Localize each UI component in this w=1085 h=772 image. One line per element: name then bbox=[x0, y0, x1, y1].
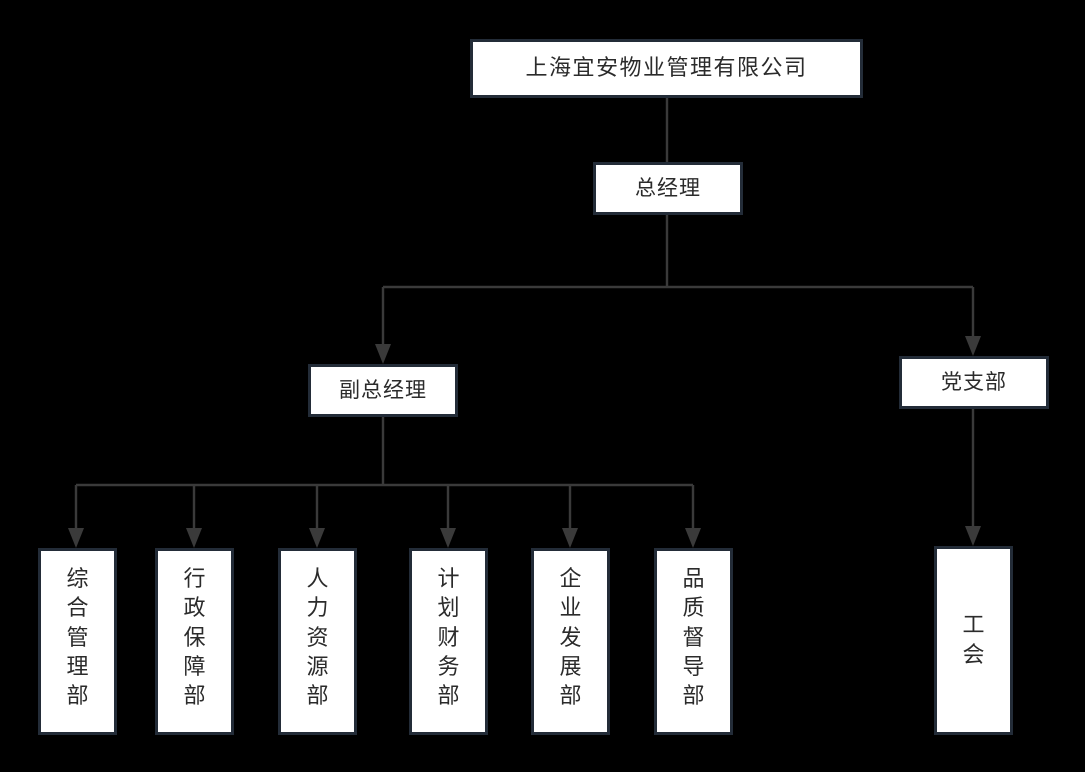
arrowhead-dept-5 bbox=[562, 528, 578, 548]
arrowhead-dept-3 bbox=[309, 528, 325, 548]
node-enterprise-development-dept[interactable]: 企 业 发 展 部 bbox=[531, 548, 610, 735]
node-comprehensive-management-dept-label: 综 合 管 理 部 bbox=[66, 567, 89, 709]
arrowhead-labor-union bbox=[965, 526, 981, 546]
node-quality-supervision-dept-label: 品 质 督 导 部 bbox=[682, 567, 705, 709]
node-quality-supervision-dept[interactable]: 品 质 督 导 部 bbox=[654, 548, 733, 735]
node-administrative-support-dept-label: 行 政 保 障 部 bbox=[183, 567, 206, 709]
node-general-manager[interactable]: 总经理 bbox=[593, 162, 743, 215]
node-labor-union-label: 工 会 bbox=[962, 613, 985, 668]
node-deputy-general-manager-label: 副总经理 bbox=[339, 378, 427, 403]
node-labor-union[interactable]: 工 会 bbox=[934, 546, 1013, 735]
node-general-manager-label: 总经理 bbox=[635, 176, 701, 201]
node-enterprise-development-dept-label: 企 业 发 展 部 bbox=[559, 567, 582, 709]
node-company-label: 上海宜安物业管理有限公司 bbox=[525, 55, 808, 81]
node-comprehensive-management-dept[interactable]: 综 合 管 理 部 bbox=[38, 548, 117, 735]
node-company[interactable]: 上海宜安物业管理有限公司 bbox=[470, 39, 863, 98]
node-human-resources-dept-label: 人 力 资 源 部 bbox=[306, 567, 329, 709]
node-party-branch-label: 党支部 bbox=[941, 370, 1007, 395]
node-party-branch[interactable]: 党支部 bbox=[899, 356, 1049, 409]
arrowhead-party-branch bbox=[965, 336, 981, 356]
node-deputy-general-manager[interactable]: 副总经理 bbox=[308, 364, 458, 417]
node-human-resources-dept[interactable]: 人 力 资 源 部 bbox=[278, 548, 357, 735]
arrowhead-dept-6 bbox=[685, 528, 701, 548]
arrowhead-deputy-general-manager bbox=[375, 344, 391, 364]
arrowhead-dept-4 bbox=[440, 528, 456, 548]
arrowhead-dept-2 bbox=[186, 528, 202, 548]
node-planning-finance-dept-label: 计 划 财 务 部 bbox=[437, 567, 460, 709]
node-administrative-support-dept[interactable]: 行 政 保 障 部 bbox=[155, 548, 234, 735]
node-planning-finance-dept[interactable]: 计 划 财 务 部 bbox=[409, 548, 488, 735]
arrowhead-dept-1 bbox=[68, 528, 84, 548]
